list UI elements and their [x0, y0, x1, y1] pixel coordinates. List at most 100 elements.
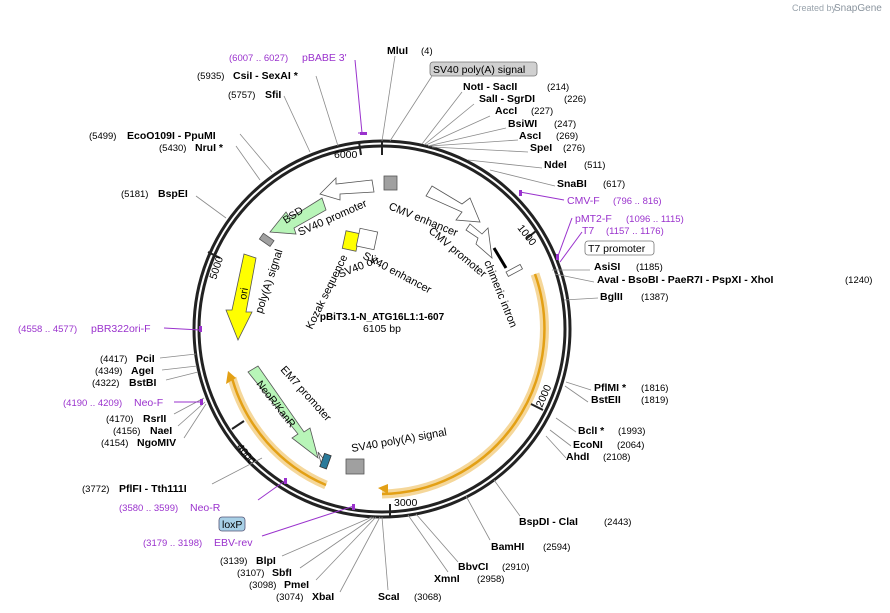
site-nrui: NruI *: [195, 142, 224, 154]
site-acci-pos: (227): [531, 106, 553, 117]
feature-cmv-promoter: [465, 223, 493, 260]
feature-neor-arrow: [247, 365, 319, 460]
feature-teal-marker: [319, 452, 332, 470]
primer-mark-cmv-f: [519, 190, 522, 196]
site-scai: ScaI: [378, 591, 400, 603]
site-pflfi-tth111i: PflFI - Tth111I: [119, 483, 187, 495]
badge-sv40-polya: [429, 61, 538, 77]
feature-cmv-enhancer: [425, 185, 481, 223]
feature-sv40-promoter-arrow: [319, 177, 375, 201]
primer-neo-r: Neo-R: [190, 502, 221, 514]
site-connectors: [159, 55, 599, 593]
site-scai-pos: (3068): [414, 592, 441, 603]
primer-t7: T7: [582, 225, 594, 237]
primer-pmt2-f-pos: (1096 .. 1115): [626, 214, 684, 225]
feature-bsd-arrow: [269, 197, 327, 235]
tick-2000: [530, 403, 544, 411]
site-csii-sexai-pos: (5935): [197, 71, 224, 82]
site-rsrii-pos: (4170): [106, 414, 133, 425]
primer-mark-pbr322ori-f: [199, 326, 202, 332]
tick-label-3000: 3000: [394, 497, 418, 509]
site-bsiwi: BsiWI: [508, 118, 537, 130]
site-ngomiv-pos: (4154): [101, 438, 128, 449]
site-asci-pos: (269): [556, 131, 578, 142]
feature-kozak-marker: [505, 263, 524, 277]
site-xbai: XbaI: [312, 591, 334, 603]
site-naei-pos: (4156): [113, 426, 140, 437]
feature-polya-small: [258, 232, 275, 248]
primer-pbr322ori-f-pos: (4558 .. 4577): [18, 324, 77, 335]
site-snabi-pos: (617): [603, 179, 625, 190]
site-sfii-pos: (5757): [228, 90, 255, 101]
site-bstbi: BstBI: [129, 377, 157, 389]
site-asci: AscI: [519, 130, 541, 142]
site-mlui: MluI: [387, 45, 408, 57]
site-blpi: BlpI: [256, 555, 276, 567]
primer-t7-pos: (1157 .. 1176): [606, 226, 664, 237]
site-pcii: PciI: [136, 353, 155, 365]
site-mlui-pos: (4): [421, 46, 433, 57]
site-noti-sacii-pos: (214): [547, 82, 569, 93]
site-asisi: AsiSI: [594, 261, 620, 273]
primer-connectors: [163, 59, 583, 537]
tick-4000: [231, 420, 245, 430]
feature-sv40-polya-bottom: [345, 458, 365, 475]
site-sfii: SfiI: [265, 89, 281, 101]
primer-mark-neo-f: [200, 399, 203, 405]
site-ecoo109i-pos: (5499): [89, 131, 116, 142]
site-nrui-pos: (5430): [159, 143, 186, 154]
map-title: pBiT3.1-N_ATG16L1:1-607: [320, 312, 445, 323]
tick-label-4000: 4000: [234, 441, 258, 467]
insert-arrowhead: [378, 484, 388, 494]
primer-cmv-f: CMV-F: [567, 195, 600, 207]
badge-sv40-polya-text: SV40 poly(A) signal: [433, 64, 525, 76]
feature-chimeric-intron-marker: [492, 247, 508, 269]
feature-ori-arrow: [225, 253, 257, 341]
site-bglii-pos: (1387): [641, 292, 668, 303]
badge-loxp: [218, 516, 246, 532]
primer-mark-pbabe3: [360, 132, 367, 135]
tick-1000: [525, 230, 537, 240]
tick-6000: [358, 141, 362, 156]
site-pflmi: PflMI *: [594, 382, 627, 394]
primer-neo-r-pos: (3580 .. 3599): [119, 503, 178, 514]
site-bsteii: BstEII: [591, 394, 621, 406]
site-xmni-pos: (2958): [477, 574, 504, 585]
site-ecoo109i: EcoO109I - PpuMI: [127, 130, 216, 142]
site-noti-sacii: NotI - SacII: [463, 81, 517, 93]
site-bsiwi-pos: (247): [554, 119, 576, 130]
feature-label-ori: ori: [237, 287, 251, 301]
site-xbai-pos: (3074): [276, 592, 303, 603]
site-sbfi-pos: (3107): [237, 568, 264, 579]
site-naei: NaeI: [150, 425, 172, 437]
tick-label-5000: 5000: [207, 255, 226, 281]
site-bstbi-pos: (4322): [92, 378, 119, 389]
site-avai-group: AvaI - BsoBI - PaeR7I - PspXI - XhoI: [597, 274, 773, 286]
badge-t7-promoter: [584, 240, 655, 256]
primer-mark-neo-r: [284, 478, 287, 484]
site-spei-pos: (276): [563, 143, 585, 154]
site-bspdi-clai-pos: (2443): [604, 517, 631, 528]
site-pmei: PmeI: [284, 579, 309, 591]
site-avai-group-pos: (1240): [845, 275, 872, 286]
site-spei: SpeI: [530, 142, 552, 154]
site-ndei-pos: (511): [584, 160, 605, 171]
primer-pmt2-f: pMT2-F: [575, 213, 612, 225]
neo-arc-arrowhead: [226, 371, 236, 384]
primer-pbabe3: pBABE 3': [302, 52, 347, 64]
tick-label-6000: 6000: [334, 149, 358, 161]
primer-neo-f-pos: (4190 .. 4209): [63, 398, 122, 409]
map-length: 6105 bp: [363, 323, 401, 335]
site-ahdi: AhdI: [566, 451, 589, 463]
credit-text: Created by: [792, 3, 837, 13]
site-bcli-pos: (1993): [618, 426, 645, 437]
feature-label-polya-signal: poly(A) signal: [253, 248, 285, 315]
primer-mark-pmt2-f: [556, 254, 559, 260]
site-pcii-pos: (4417): [100, 354, 127, 365]
site-ahdi-pos: (2108): [603, 452, 630, 463]
site-bbvci-pos: (2910): [502, 562, 529, 573]
feature-sv40-enhancer-box: [355, 227, 379, 251]
primer-ebv-rev: EBV-rev: [214, 537, 253, 549]
badge-loxp-text: loxP: [222, 519, 242, 531]
